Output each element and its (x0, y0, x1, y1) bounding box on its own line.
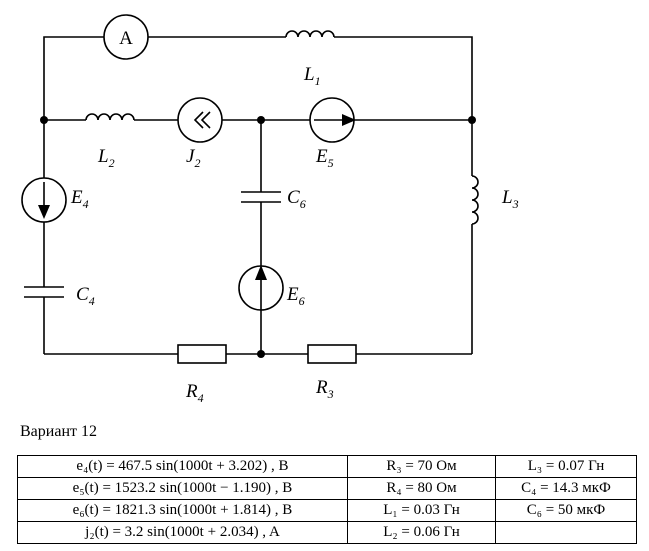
resistor-R4-symbol (177, 344, 227, 364)
table-cell: C₆ = 50 мкФ (495, 499, 637, 522)
table-cell (495, 521, 637, 544)
circuit-diagram: A L1 L2 J2 E5 E4 C6 L3 E6 C4 R4 R3 (21, 14, 519, 405)
label-R3: R3 (315, 377, 334, 401)
e6-arrowhead (255, 265, 267, 280)
table-cell: e₄(t) = 467.5 sin(1000t + 3.202) , B (17, 455, 348, 478)
label-E6: E6 (286, 284, 305, 308)
inductor-L1-symbol (285, 30, 335, 38)
label-E4: E4 (70, 187, 89, 211)
capacitor-C4-symbol (24, 286, 64, 298)
ammeter-label: A (119, 28, 133, 49)
variant-label: Вариант 12 (20, 423, 97, 440)
label-L2: L2 (97, 146, 115, 170)
table-cell: L₂ = 0.06 Гн (347, 521, 496, 544)
label-L3: L3 (501, 187, 519, 211)
node-dot (40, 116, 48, 124)
node-dot (257, 350, 265, 358)
table-cell: j₂(t) = 3.2 sin(1000t + 2.034) , A (17, 521, 348, 544)
j2-arrows (193, 111, 211, 129)
label-E5: E5 (315, 146, 334, 170)
node-dot (257, 116, 265, 124)
table-row: e₆(t) = 1821.3 sin(1000t + 1.814) , B L₁… (17, 499, 637, 522)
table-cell: e₆(t) = 1821.3 sin(1000t + 1.814) , B (17, 499, 348, 522)
current-source-J2-symbol (177, 97, 223, 143)
node-dot (468, 116, 476, 124)
label-J2: J2 (186, 146, 200, 170)
wire-top-right (334, 36, 473, 120)
capacitor-C6-symbol (241, 191, 281, 203)
inductor-L3-symbol (471, 175, 479, 225)
table-cell: R₃ = 70 Ом (347, 455, 496, 478)
label-C4: C4 (76, 284, 95, 308)
wire-top-left (43, 36, 104, 120)
label-L1: L1 (303, 64, 321, 88)
parameters-table: e₄(t) = 467.5 sin(1000t + 3.202) , B R₃ … (17, 455, 637, 544)
table-cell: R₄ = 80 Ом (347, 477, 496, 500)
table-row: e₅(t) = 1523.2 sin(1000t − 1.190) , B R₄… (17, 477, 637, 500)
label-C6: C6 (287, 187, 306, 211)
table-cell: e₅(t) = 1523.2 sin(1000t − 1.190) , B (17, 477, 348, 500)
label-R4: R4 (185, 381, 204, 405)
e4-arrowhead (38, 205, 50, 219)
table-row: j₂(t) = 3.2 sin(1000t + 2.034) , A L₂ = … (17, 521, 637, 544)
inductor-L2-symbol (85, 113, 135, 121)
table-cell: C₄ = 14.3 мкФ (495, 477, 637, 500)
table-row: e₄(t) = 467.5 sin(1000t + 3.202) , B R₃ … (17, 455, 637, 478)
table-cell: L₃ = 0.07 Гн (495, 455, 637, 478)
resistor-R3-symbol (307, 344, 357, 364)
table-cell: L₁ = 0.03 Гн (347, 499, 496, 522)
e5-arrowhead (342, 114, 356, 126)
